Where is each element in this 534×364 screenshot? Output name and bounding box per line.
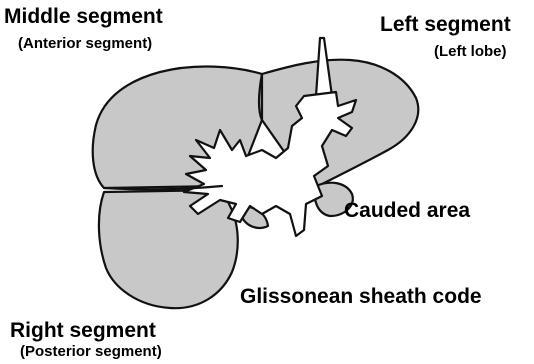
middle-segment-sublabel: (Anterior segment): [18, 36, 152, 51]
right-segment-sublabel: (Posterior segment): [20, 344, 162, 359]
left-segment-label: Left segment: [380, 14, 511, 35]
right-segment-label: Right segment: [10, 320, 156, 341]
right-segment-lobe: [99, 190, 238, 308]
middle-segment-label: Middle segment: [4, 6, 163, 27]
left-segment-sublabel: (Left lobe): [434, 44, 507, 59]
caudate-area-label: Cauded area: [344, 200, 470, 221]
glissonean-sheath-label: Glissonean sheath code: [240, 286, 482, 307]
